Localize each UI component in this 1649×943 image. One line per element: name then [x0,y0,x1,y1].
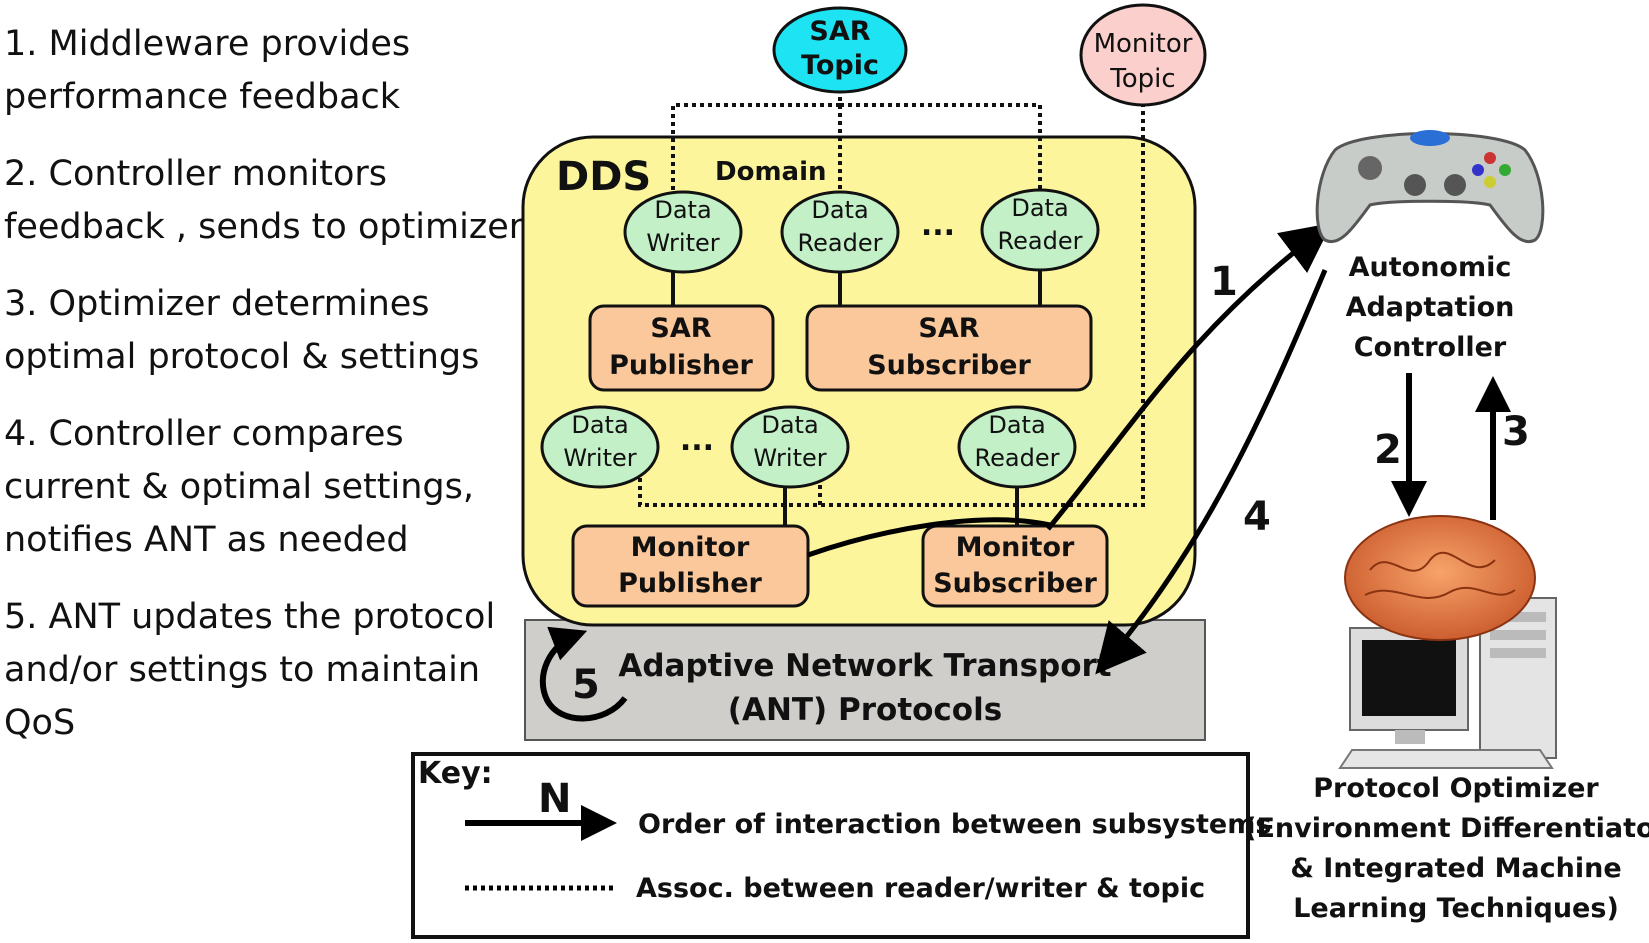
optimizer-line4: Learning Techniques) [1293,893,1619,924]
optimizer-line1: Protocol Optimizer [1313,773,1599,804]
key-symbol: N [538,776,571,822]
data-writer-2 [540,405,660,489]
monitor-publisher-line1: Monitor [631,532,750,563]
ellipsis-bottom: ... [680,423,714,458]
data-reader-2-line2: Reader [998,227,1083,255]
controller-line1: Autonomic [1349,252,1512,283]
sar-publisher-box [588,304,775,392]
ant-label-line1: Adaptive Network Transport [618,648,1111,684]
sar-subscriber-box [805,304,1093,392]
monitor-subscriber-line2: Subscriber [933,568,1097,599]
key-box [411,752,1250,939]
entity-connectors [671,268,1042,528]
ant-platform [524,619,1206,741]
arrow-1 [1046,222,1332,531]
monitor-subscriber-box [921,524,1109,608]
arrow-4 [1095,269,1328,675]
monitor-publisher-line2: Publisher [618,568,762,599]
ellipsis-top: ... [921,208,955,243]
step-3: 3. Optimizer determines optimal protocol… [4,284,480,377]
controller-line2: Adaptation [1346,292,1515,323]
dds-title: DDS [556,154,651,200]
data-writer-1-line2: Writer [646,229,719,257]
data-reader-3-line1: Data [988,411,1045,439]
monitor-publisher-box [571,524,810,608]
computer-brain-icon [1338,515,1557,769]
step-1: 1. Middleware provides performance feedb… [4,24,411,117]
monitor-topic-line2: Topic [1109,64,1175,94]
step-5: 5. ANT updates the protocol and/or setti… [4,597,496,743]
controller-line3: Controller [1354,332,1507,363]
data-writer-3 [730,405,850,489]
data-reader-2-line1: Data [1011,194,1068,222]
step-4: 4. Controller compares current & optimal… [4,414,474,560]
domain-label: Domain [715,157,827,187]
step-2: 2. Controller monitors feedback , sends … [4,154,524,247]
sar-publisher-line2: Publisher [609,350,753,381]
data-writer-1 [623,190,743,274]
arrow-label-2: 2 [1374,427,1402,473]
arrow-5 [539,626,628,722]
data-writer-3-line2: Writer [753,444,826,472]
data-writer-1-line1: Data [654,196,711,224]
arrow-label-3: 3 [1502,409,1530,455]
sar-subscriber-line1: SAR [918,313,979,344]
sar-subscriber-line2: Subscriber [867,350,1031,381]
sar-publisher-line1: SAR [650,313,711,344]
data-reader-1-line1: Data [811,196,868,224]
sar-topic-line1: SAR [809,16,870,47]
arrow-1-tail [807,517,1051,558]
key-solid-label: Order of interaction between subsystems [638,809,1271,840]
optimizer-line3: & Integrated Machine [1290,853,1621,884]
data-writer-2-line1: Data [571,411,628,439]
monitor-subscriber-line1: Monitor [956,532,1075,563]
arrow-label-4: 4 [1243,494,1271,540]
monitor-topic-line1: Monitor [1094,29,1193,59]
data-reader-3 [957,405,1077,489]
gamepad-icon [1315,130,1545,244]
sar-topic-line2: Topic [801,50,879,81]
sar-topic [772,6,908,94]
monitor-topic [1079,3,1207,107]
arrow-label-5: 5 [572,662,600,708]
steps-list: 1. Middleware provides performance feedb… [4,18,524,774]
data-reader-1 [780,190,900,274]
arrow-label-1: 1 [1210,259,1238,305]
data-reader-2 [980,188,1100,272]
ant-label-line2: (ANT) Protocols [728,692,1002,728]
key-dotted-label: Assoc. between reader/writer & topic [636,873,1205,904]
data-writer-3-line1: Data [761,411,818,439]
data-reader-1-line2: Reader [798,229,883,257]
key-title: Key: [418,756,493,791]
data-writer-2-line2: Writer [563,444,636,472]
data-reader-3-line2: Reader [975,444,1060,472]
optimizer-line2: (Environment Differentiator [1244,813,1649,844]
